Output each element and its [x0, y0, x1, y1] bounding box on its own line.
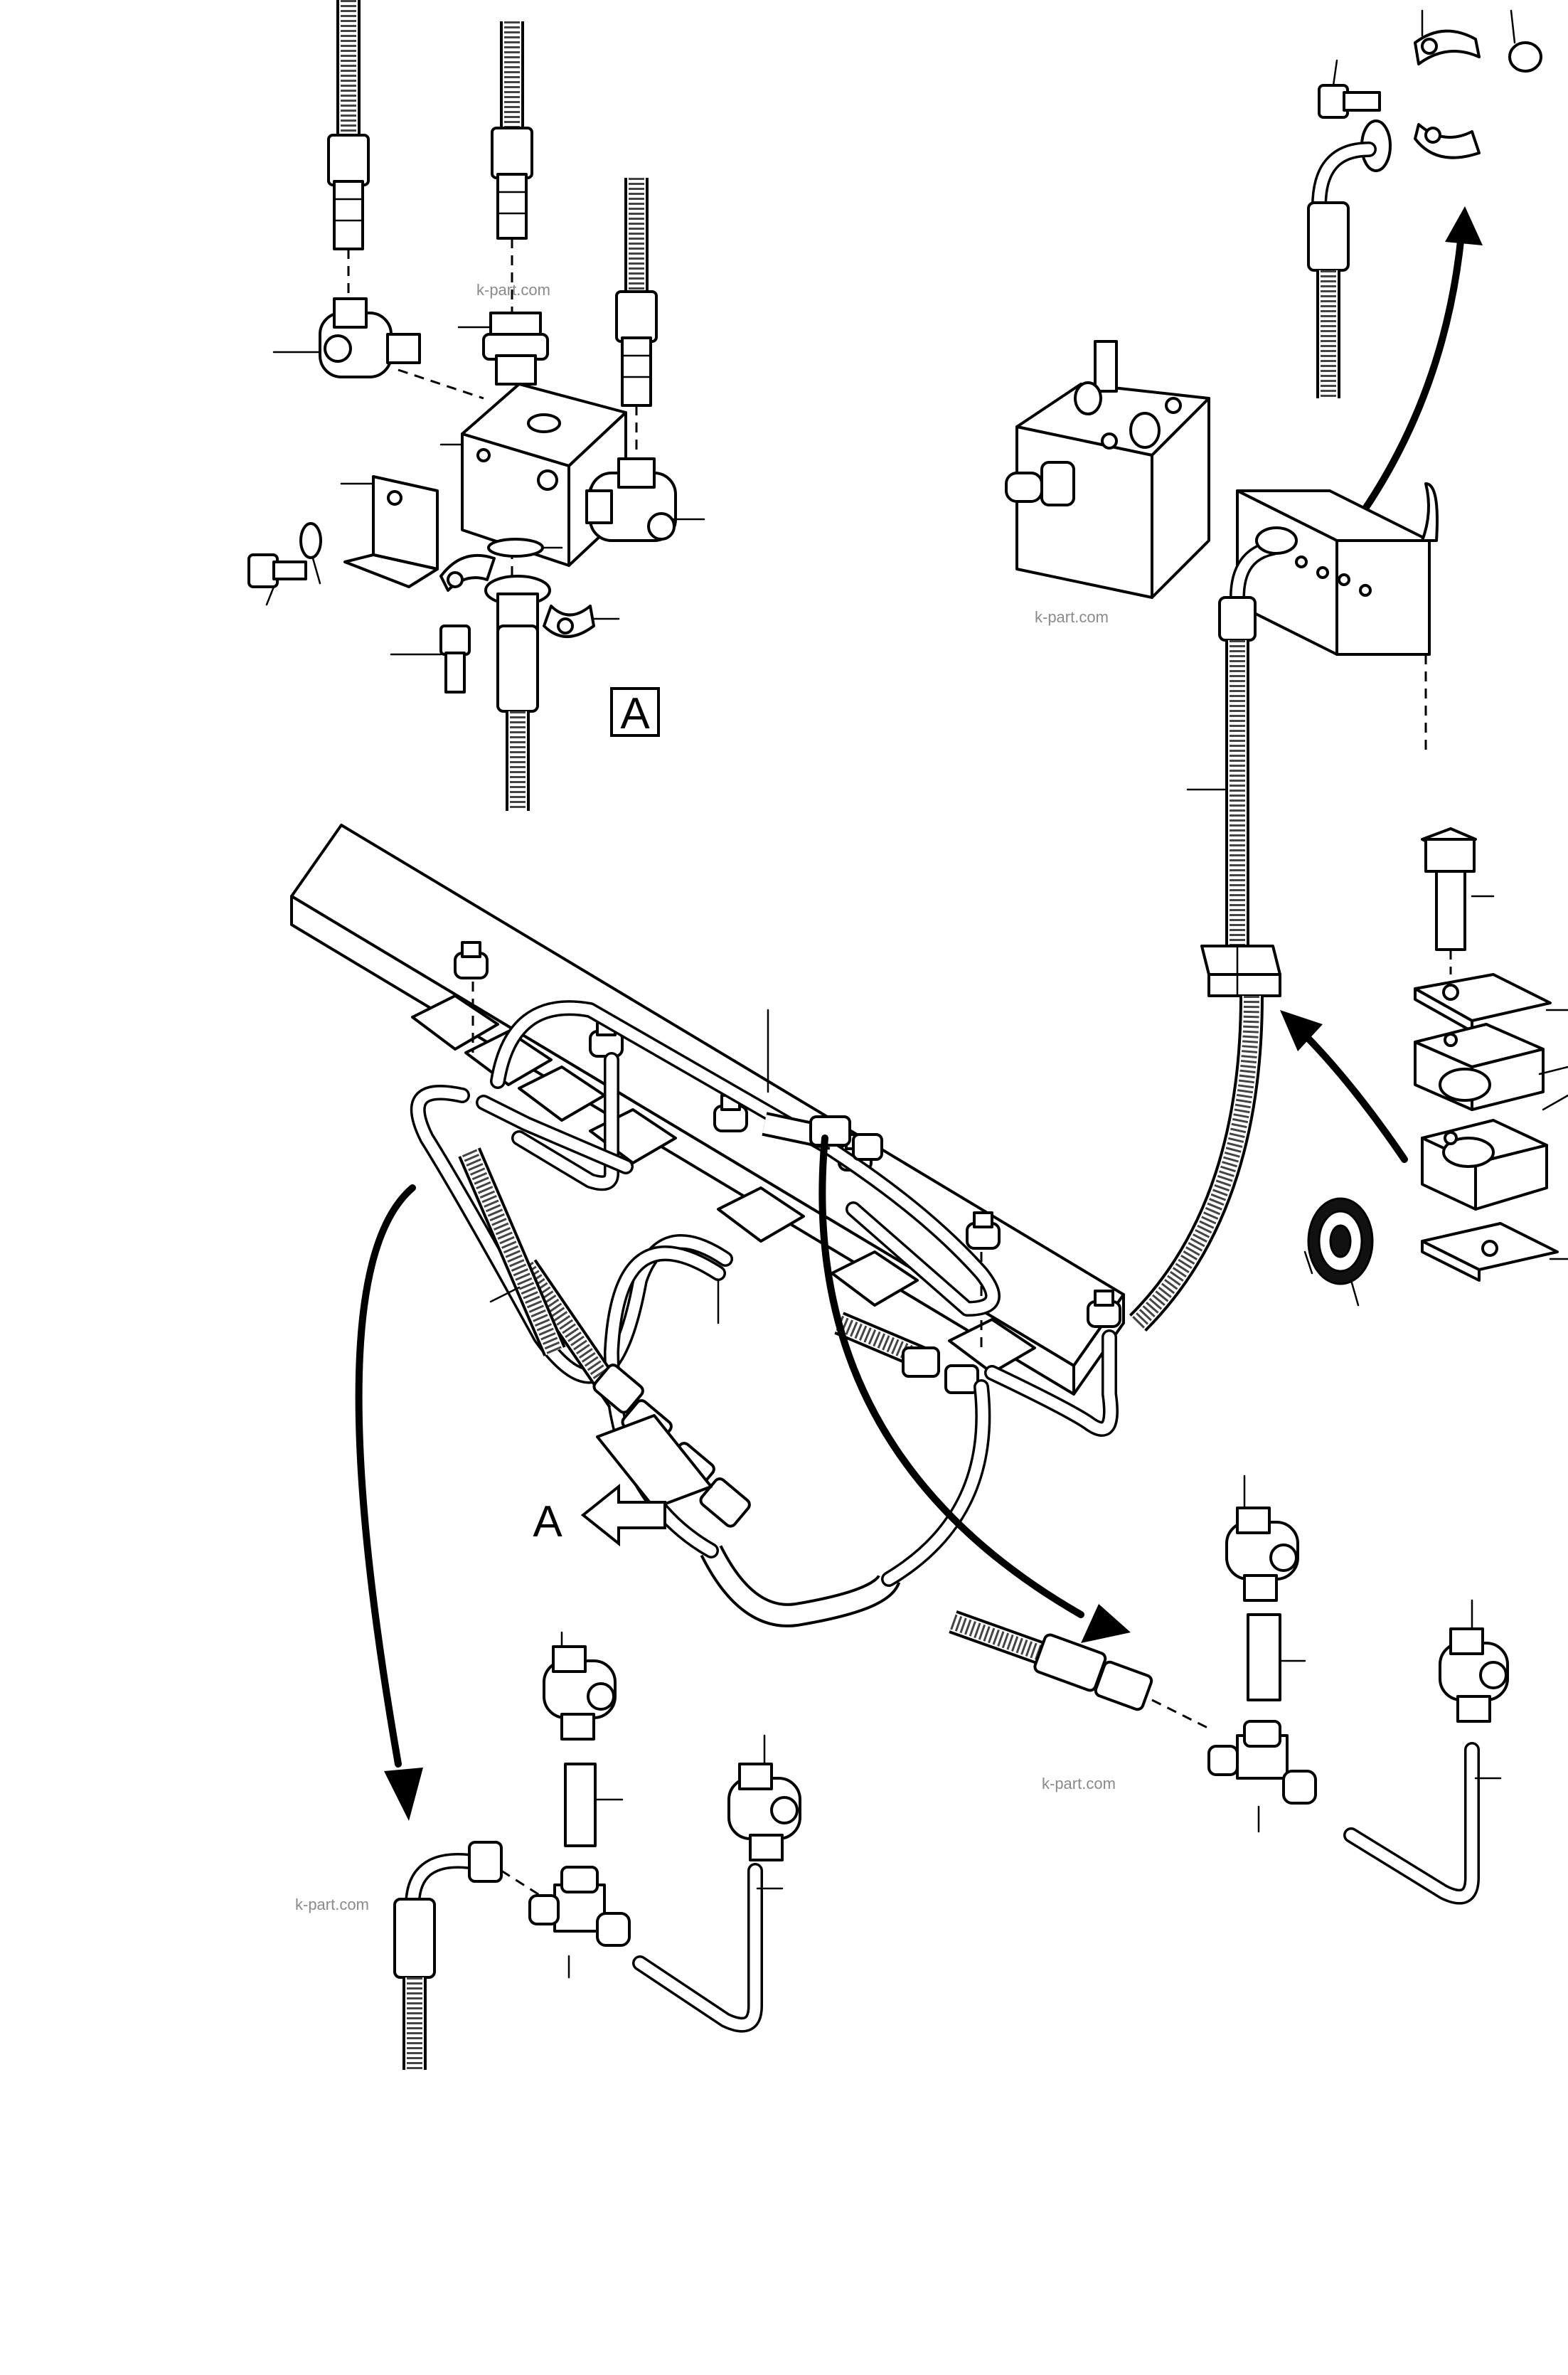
bolt-with-washer: [247, 522, 322, 588]
fitting-5: [966, 1211, 1001, 1250]
detail-a-label-box: A: [610, 687, 660, 738]
ll-tee-fitting: [528, 1866, 631, 1947]
fitting-6: [1087, 1290, 1121, 1328]
ll-elbow-hose: [393, 1841, 503, 2070]
watermark-4: k-part.com: [295, 1896, 369, 1913]
flange-detail-top-right: [1307, 9, 1542, 551]
manifold-valve-blocks: [411, 994, 1036, 1374]
watermark-3: k-part.com: [1042, 1775, 1116, 1792]
ll-spacer-tube: [564, 1763, 597, 1847]
fitting-1: [454, 941, 489, 979]
nipple-fitting: [482, 312, 549, 386]
flanged-hose-end: [484, 575, 551, 811]
valve-block-assembly: [1005, 340, 1210, 599]
clamp-bolt: [1421, 827, 1477, 951]
watermark-2: k-part.com: [1035, 608, 1109, 626]
o-ring: [487, 538, 544, 558]
detail-a-assembly: A: [247, 0, 705, 811]
detail-a-hose-middle: [491, 21, 533, 240]
view-a-pointer: A: [533, 1483, 666, 1547]
clamp-upper-half: [1414, 1023, 1545, 1111]
lower-left-detail: [393, 1631, 801, 2070]
bottom-clamp-half: [1414, 123, 1481, 159]
vertical-hose-to-clamp: [1186, 526, 1298, 953]
mounting-bracket: [343, 475, 439, 588]
hose-clamp-on-line: [1200, 945, 1281, 997]
elbow-fitting-right: [585, 457, 677, 542]
lr-banjo-fitting-right: [1439, 1627, 1509, 1723]
lr-banjo-fitting-top: [1225, 1507, 1299, 1602]
elbow-fitting-left: [319, 297, 421, 378]
arrow-to-lower-left-detail: [355, 1184, 416, 1768]
detail-a-label: A: [620, 689, 650, 738]
detail-a-hose-left: [327, 0, 370, 250]
flange-clamp-left: [439, 553, 496, 592]
view-a-pointer-label: A: [533, 1497, 562, 1546]
mounting-plate: [1236, 482, 1439, 754]
watermark-1: k-part.com: [476, 281, 550, 299]
lower-right-detail: [949, 1475, 1509, 1905]
rubber-grommet: [1307, 1197, 1374, 1285]
arrow-to-lower-right-detail: [818, 1135, 1084, 1618]
ll-bent-tube: [632, 1863, 784, 2033]
flange-clamp-right: [543, 605, 595, 638]
detail-a-hose-right: [615, 178, 658, 407]
lr-spacer-tube: [1247, 1613, 1281, 1701]
clamp-cover-plate: [1414, 973, 1552, 1033]
fitting-a-cluster: [458, 1147, 751, 1528]
clamp-base-plate: [1421, 1222, 1559, 1282]
top-right-bolt: [1318, 84, 1381, 119]
hose-clamp-to-manifold: [1129, 995, 1264, 1332]
clamp-lower-half: [1421, 1119, 1548, 1211]
ll-banjo-fitting-right: [727, 1763, 801, 1861]
watermarks: k-part.com k-part.com k-part.com k-part.…: [295, 281, 1116, 1913]
manifold-pipes: [410, 1000, 1119, 1627]
lr-tee-fitting: [1207, 1720, 1317, 1805]
clamp-exploded-right: [1280, 827, 1568, 1307]
lr-bent-tube: [1343, 1742, 1502, 1905]
top-right-elbow-hose: [1307, 119, 1392, 398]
top-o-ring: [1508, 41, 1542, 73]
flange-bolt: [439, 625, 471, 694]
ll-banjo-fitting-top: [543, 1645, 617, 1741]
